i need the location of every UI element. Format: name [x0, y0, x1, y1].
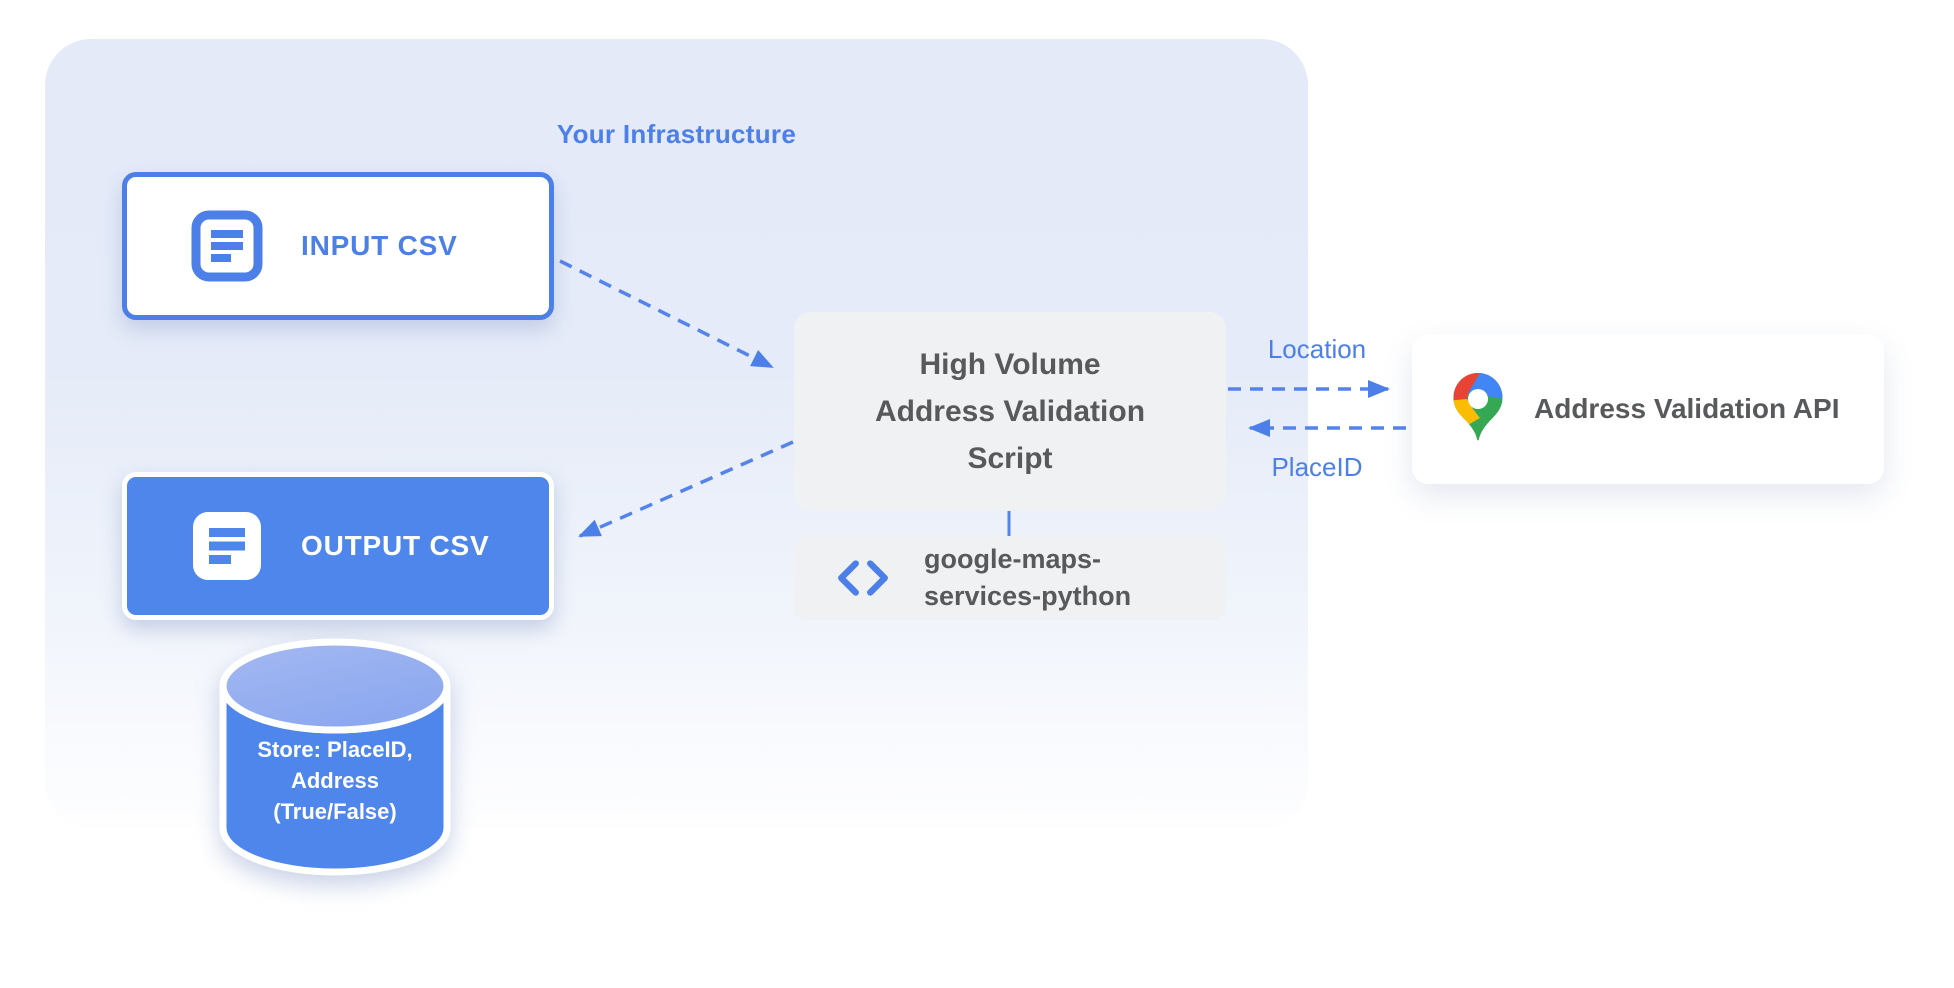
infrastructure-label: Your Infrastructure	[556, 119, 797, 149]
datastore-line: Address	[290, 768, 380, 793]
library-name-line: google-maps-	[924, 544, 1102, 574]
library-node: google-maps- services-python	[794, 536, 1226, 620]
script-title-line: Script	[967, 441, 1053, 475]
validation-script-node: High Volume Address Validation Script	[794, 312, 1226, 510]
input-csv-label: INPUT CSV	[301, 230, 458, 261]
code-icon	[838, 560, 888, 596]
placeid-edge-label: PlaceID	[1271, 452, 1363, 482]
document-icon	[191, 210, 263, 282]
library-name-line: services-python	[924, 581, 1132, 611]
input-csv-node: INPUT CSV	[122, 172, 554, 320]
google-maps-pin-icon	[1453, 373, 1503, 441]
address-validation-api-node: Address Validation API	[1412, 334, 1884, 484]
output-csv-label: OUTPUT CSV	[301, 530, 490, 561]
datastore-cylinder: Store: PlaceID, Address (True/False)	[210, 630, 460, 888]
datastore-line: Store: PlaceID,	[257, 737, 413, 762]
datastore-text: Store: PlaceID, Address (True/False)	[210, 734, 460, 827]
database-cylinder-icon	[219, 638, 451, 876]
location-edge-label: Location	[1267, 334, 1367, 364]
script-title-line: High Volume	[919, 347, 1101, 381]
output-csv-node: OUTPUT CSV	[122, 472, 554, 620]
datastore-line: (True/False)	[273, 799, 397, 824]
api-label: Address Validation API	[1534, 393, 1840, 424]
library-name: google-maps- services-python	[924, 541, 1131, 615]
document-icon	[193, 512, 261, 580]
script-title-line: Address Validation	[874, 394, 1146, 428]
